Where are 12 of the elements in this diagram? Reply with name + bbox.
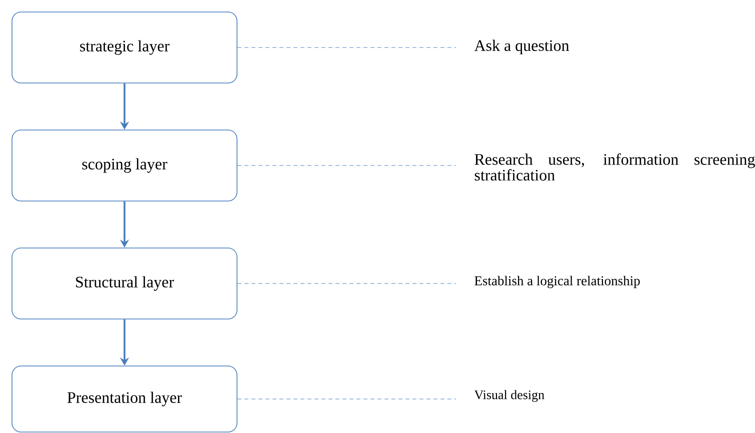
layer-box: strategic layer	[12, 12, 238, 84]
description-text: Ask a question	[474, 40, 570, 54]
description-text: Research users, information screening stratification	[474, 153, 755, 181]
dashed-connector	[237, 398, 456, 400]
layer-box: Presentation layer	[12, 366, 238, 432]
dashed-connector	[237, 47, 456, 48]
description-text: Establish a logical relationship	[474, 276, 640, 288]
layer-box: scoping layer	[12, 130, 238, 202]
dashed-connector	[237, 283, 456, 284]
description-text: Visual design	[474, 390, 544, 402]
layer-box: Structural layer	[12, 248, 238, 320]
dashed-connector	[237, 165, 456, 166]
